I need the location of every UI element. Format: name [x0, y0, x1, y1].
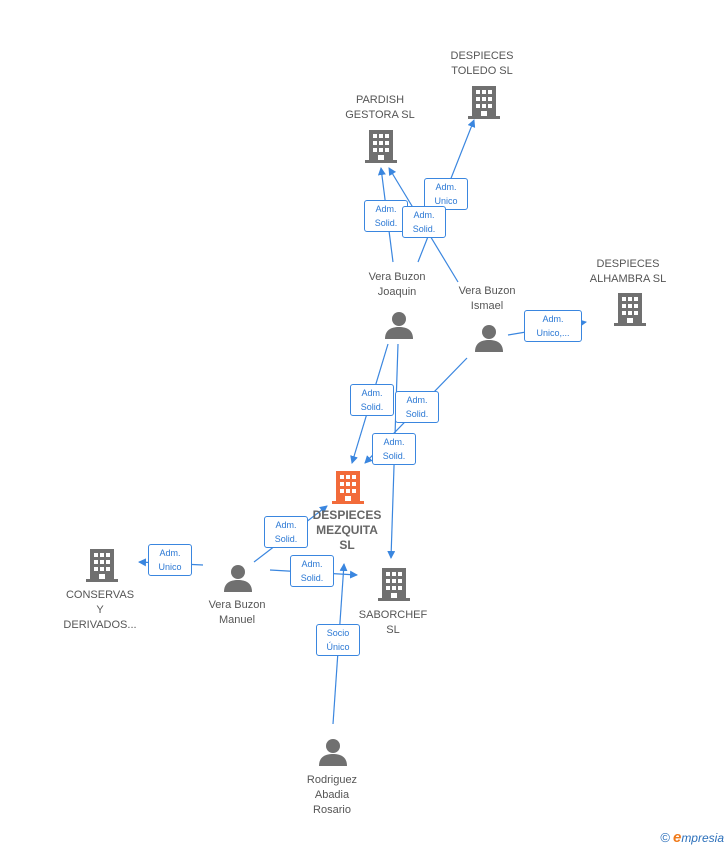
despieces-mezquita-building-icon[interactable]	[332, 469, 364, 510]
vera-joaquin-label[interactable]: Vera Buzon Joaquin	[368, 271, 426, 298]
despieces-alhambra-label[interactable]: DESPIECES ALHAMBRA SL	[589, 258, 667, 285]
edge-label-ismael-alhambra[interactable]: Adm. Unico,...	[524, 310, 582, 342]
vera-joaquin-person-icon[interactable]	[384, 310, 414, 345]
saborchef-label[interactable]: SABORCHEF SL	[358, 609, 428, 636]
edge-label-ismael-pardish[interactable]: Adm. Solid.	[402, 206, 446, 238]
conservas-building-icon[interactable]	[86, 547, 118, 588]
edge-label-manuel-conservas[interactable]: Adm. Unico	[148, 544, 192, 576]
copyright-icon: ©	[660, 830, 670, 845]
conservas-label[interactable]: CONSERVAS Y DERIVADOS...	[63, 589, 137, 631]
edge-label-joaquin-saborchef[interactable]: Adm. Solid.	[372, 433, 416, 465]
edge-label-rodriguez-mezquita[interactable]: Socio Único	[316, 624, 360, 656]
edge-label-ismael-mezquita[interactable]: Adm. Solid.	[395, 391, 439, 423]
edge-label-ismael-toledo[interactable]: Adm. Unico	[424, 178, 468, 210]
despieces-alhambra-building-icon[interactable]	[614, 291, 646, 332]
pardish-label[interactable]: PARDISH GESTORA SL	[345, 94, 415, 121]
rodriguez-person-icon[interactable]	[318, 737, 348, 772]
despieces-mezquita-label[interactable]: DESPIECES MEZQUITA SL	[312, 508, 382, 552]
brand-logo-e: e	[672, 829, 682, 846]
saborchef-building-icon[interactable]	[378, 566, 410, 607]
pardish-building-icon[interactable]	[365, 128, 397, 169]
vera-manuel-person-icon[interactable]	[223, 563, 253, 598]
brand-name: mpresia	[681, 831, 724, 845]
vera-ismael-label[interactable]: Vera Buzon Ismael	[458, 285, 516, 312]
edge-label-manuel-saborchef[interactable]: Adm. Solid.	[290, 555, 334, 587]
edge-label-manuel-mezquita[interactable]: Adm. Solid.	[264, 516, 308, 548]
rodriguez-label[interactable]: Rodriguez Abadia Rosario	[306, 774, 358, 816]
vera-manuel-label[interactable]: Vera Buzon Manuel	[208, 599, 266, 626]
edge-label-joaquin-pardish[interactable]: Adm. Solid.	[364, 200, 408, 232]
despieces-toledo-label[interactable]: DESPIECES TOLEDO SL	[450, 50, 514, 77]
despieces-toledo-building-icon[interactable]	[468, 84, 500, 125]
brand-footer[interactable]: ©empresia	[660, 829, 724, 846]
vera-ismael-person-icon[interactable]	[474, 323, 504, 358]
edge-label-joaquin-mezquita[interactable]: Adm. Solid.	[350, 384, 394, 416]
